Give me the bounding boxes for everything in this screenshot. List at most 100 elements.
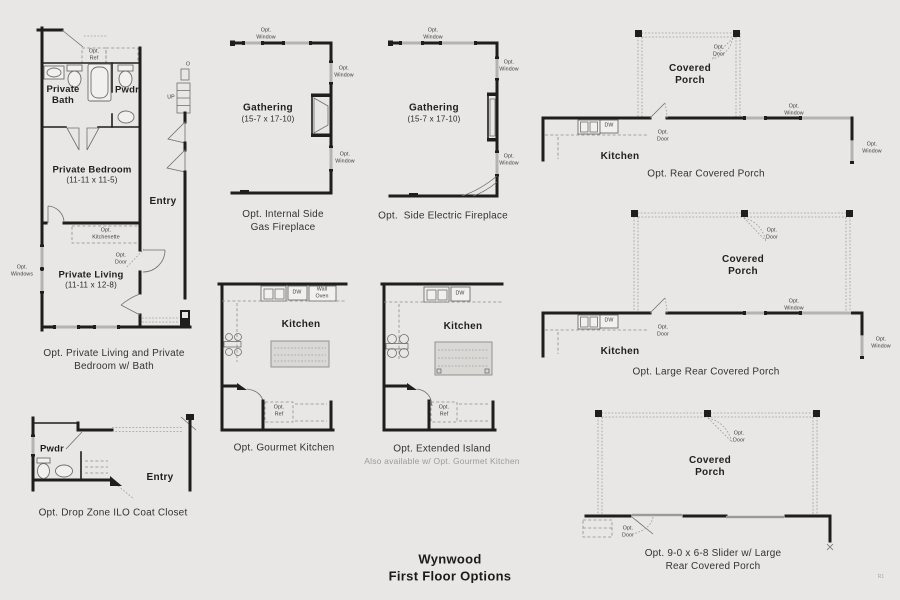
opt-windows-label: Opt.Windows — [10, 264, 34, 277]
window-hatch — [40, 247, 44, 267]
electric-fireplace-symbol — [487, 92, 497, 142]
window-hatch — [244, 41, 261, 45]
gas-fireplace-symbol — [311, 93, 331, 137]
door-swing — [86, 127, 100, 151]
plan-extended-island-drawing — [380, 282, 504, 432]
opt-door-label: Opt.Door — [622, 525, 634, 538]
opt-window-label: Opt.Window — [335, 151, 355, 164]
private-bedroom-label: Private Bedroom(11-11 x 11-5) — [52, 164, 132, 185]
opt-window-label: Opt.Window — [871, 336, 891, 349]
opt-window-label: Opt.Window — [862, 141, 882, 154]
window-hatch — [441, 41, 474, 45]
door-swing — [631, 516, 654, 535]
porch-post — [704, 410, 711, 417]
gourmet-kitchen-caption: Opt. Gourmet Kitchen — [233, 442, 335, 454]
gathering-label: Gathering(15-7 x 17-10) — [241, 102, 295, 124]
dishwasher-box — [450, 286, 471, 302]
dishwasher-box — [599, 314, 619, 329]
side-electric-fireplace-caption: Opt. Side Electric Fireplace — [378, 210, 508, 222]
door-swing — [707, 417, 733, 443]
pwdr-sink-symbol — [55, 464, 73, 478]
plan-slider-porch-drawing — [582, 410, 834, 551]
plan-rear-covered-porch-drawing — [541, 30, 854, 164]
door-swing — [166, 149, 186, 173]
door-swing — [142, 249, 166, 273]
porch-post — [846, 210, 853, 217]
window-hatch — [55, 325, 77, 329]
drop-zone-bench — [85, 460, 108, 474]
pwdr-sink-symbol — [117, 110, 135, 124]
window-hatch — [40, 271, 44, 291]
kitchen-island — [270, 340, 330, 368]
slider-panel — [726, 515, 784, 519]
opt-window-label: Opt.Window — [784, 298, 804, 311]
slider-panel — [632, 513, 682, 517]
window-hatch — [284, 41, 309, 45]
window-hatch — [495, 59, 499, 78]
window-hatch — [95, 325, 117, 329]
window-hatch — [801, 116, 851, 120]
large-rear-covered-porch-caption: Opt. Large Rear Covered Porch — [632, 366, 780, 378]
window-hatch — [745, 311, 764, 315]
kitchen-island — [434, 341, 493, 376]
door-swing — [120, 293, 141, 316]
opt-window-label: Opt.Window — [256, 27, 276, 40]
door-swing — [65, 431, 83, 450]
opt-ref-box — [430, 401, 458, 423]
stairs-symbol — [176, 68, 191, 114]
opt-window-label: Opt.Window — [334, 65, 354, 78]
door-swing — [461, 175, 498, 197]
o-label: O — [185, 61, 191, 68]
kitchen-sink-symbol — [260, 285, 287, 302]
rear-covered-porch-caption: Opt. Rear Covered Porch — [647, 168, 765, 180]
window-hatch — [31, 437, 35, 454]
entry-label: Entry — [149, 196, 177, 208]
kitchen-sink-symbol — [577, 314, 601, 330]
opt-ref-label: Opt.Ref — [88, 48, 100, 61]
opt-door-label: Opt.Door — [713, 44, 725, 57]
opt-door-label: Opt.Door — [115, 252, 127, 265]
window-hatch — [329, 63, 333, 82]
opt-door-label: Opt.Door — [657, 324, 669, 337]
window-hatch — [850, 141, 854, 161]
opt-window-label: Opt.Window — [423, 27, 443, 40]
window-hatch — [745, 116, 764, 120]
opt-door-label: Opt.Door — [766, 227, 778, 240]
dw-label: DW — [292, 289, 302, 296]
drop-zone-caption: Opt. Drop Zone ILO Coat Closet — [38, 507, 188, 519]
bath-sink-symbol — [43, 65, 65, 80]
opt-kitchenette-label: Opt.Kitchenette — [92, 227, 120, 240]
extended-island-subcaption: Also available w/ Opt. Gourmet Kitchen — [364, 455, 520, 466]
dw-label: DW — [455, 290, 465, 297]
window-hatch — [401, 41, 421, 45]
door-swing — [649, 102, 666, 119]
opt-window-label: Opt.Window — [499, 59, 519, 72]
porch-post — [635, 30, 642, 37]
porch-post — [733, 30, 740, 37]
gathering-label: Gathering(15-7 x 17-10) — [407, 102, 461, 124]
pwdr-toilet-symbol — [117, 64, 134, 88]
door-swing — [711, 37, 734, 60]
kitchen-label: Kitchen — [600, 346, 640, 358]
plan-gourmet-kitchen-drawing — [217, 282, 348, 432]
opt-door-label: Opt.Door — [733, 430, 745, 443]
door-swing — [649, 297, 666, 314]
plan-private-suite-drawing — [36, 26, 192, 332]
entry-label: Entry — [146, 472, 174, 484]
porch-post — [631, 210, 638, 217]
kitchen-label: Kitchen — [600, 151, 640, 163]
window-hatch — [495, 153, 499, 174]
porch-post — [813, 410, 820, 417]
private-living-label: Private Living(11-11 x 12-8) — [58, 269, 124, 290]
door-swing — [167, 121, 186, 144]
opt-door-label: Opt.Door — [657, 129, 669, 142]
plan-drop-zone-drawing — [31, 414, 197, 500]
